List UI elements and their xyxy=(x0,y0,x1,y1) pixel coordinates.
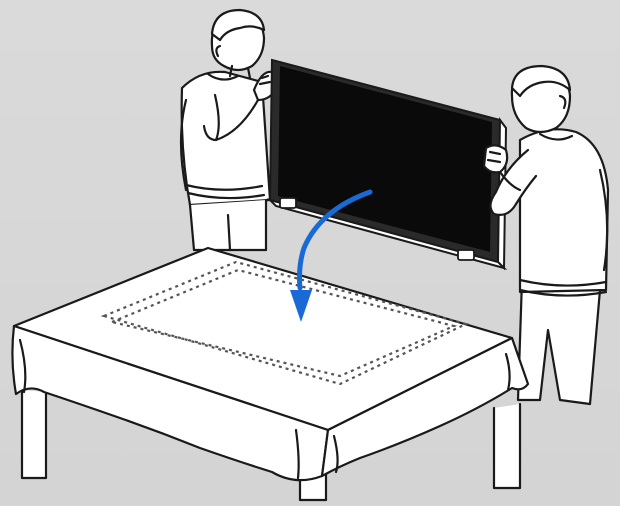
dotted-placement-area-icon xyxy=(100,260,470,386)
person-right-icon xyxy=(482,64,610,406)
curved-arrow-icon xyxy=(290,189,373,322)
table-with-cloth-icon xyxy=(11,246,530,502)
display-panel-icon xyxy=(266,58,508,271)
person-left-icon xyxy=(179,8,277,252)
